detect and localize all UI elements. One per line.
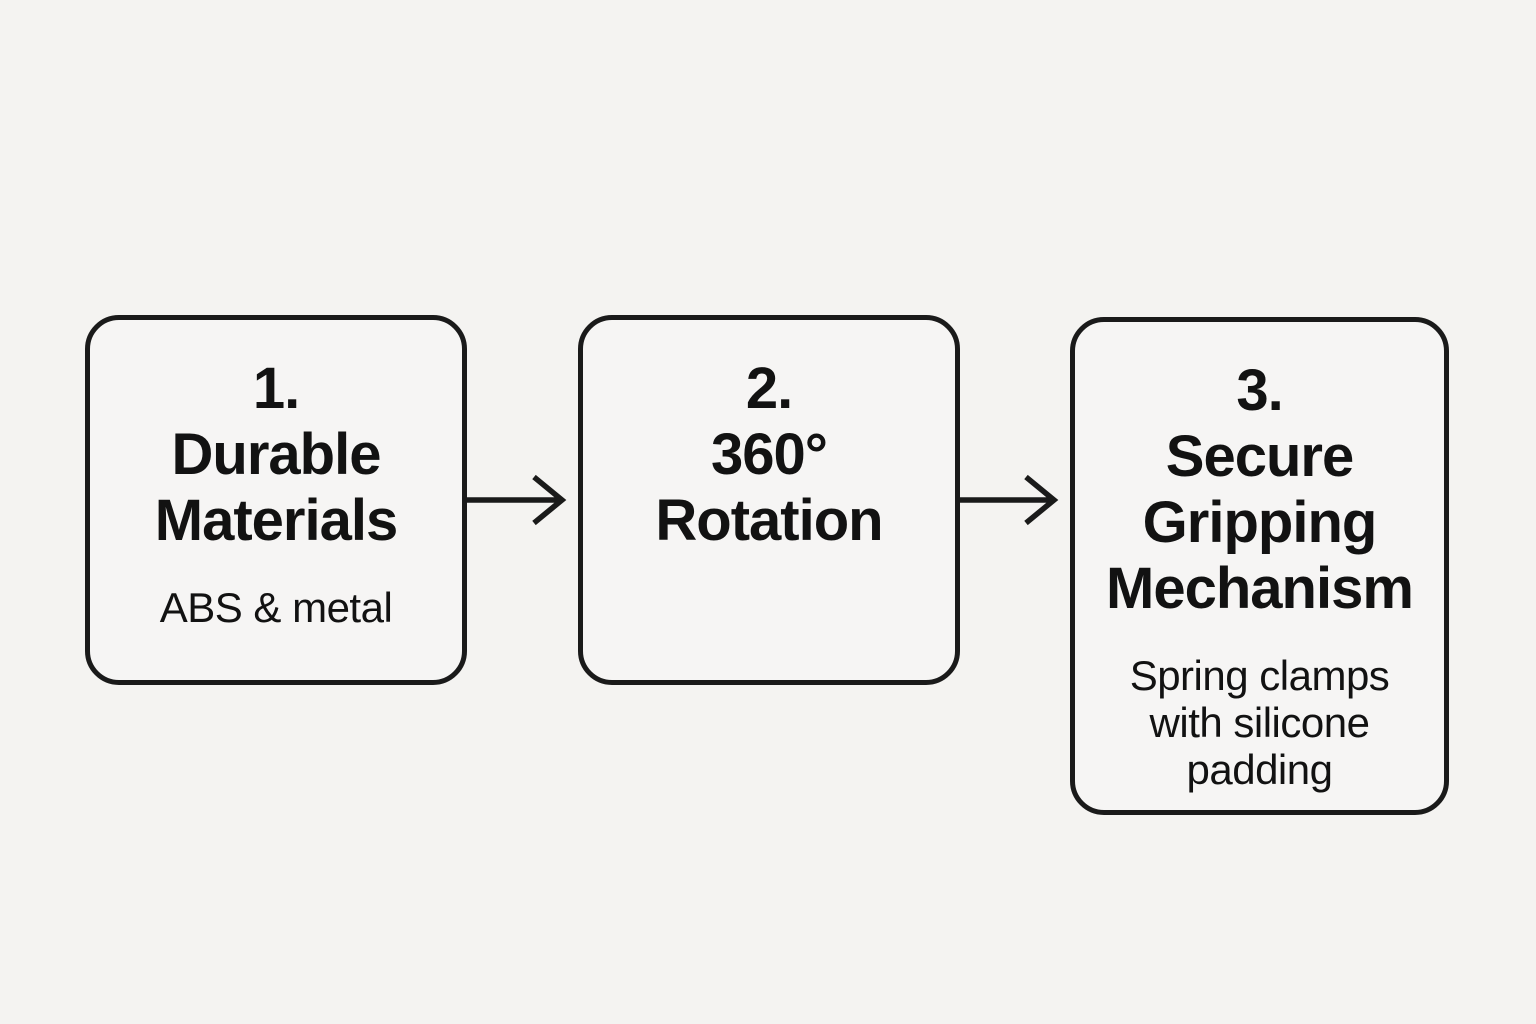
step-subtitle: Spring clamps with silicone padding bbox=[1129, 652, 1390, 793]
step-title: Durable Materials bbox=[154, 422, 398, 553]
step-subtitle: ABS & metal bbox=[159, 584, 393, 631]
connector-arrow-icon bbox=[957, 470, 1062, 530]
step-title: 360° Rotation bbox=[655, 422, 883, 553]
step-card-1: 1. Durable Materials ABS & metal bbox=[85, 315, 467, 685]
connector-arrow-icon bbox=[465, 470, 570, 530]
step-title: Secure Gripping Mechanism bbox=[1106, 424, 1414, 621]
step-number: 3. bbox=[1236, 358, 1283, 423]
step-card-3: 3. Secure Gripping Mechanism Spring clam… bbox=[1070, 317, 1449, 815]
step-number: 1. bbox=[252, 356, 300, 421]
step-card-2: 2. 360° Rotation bbox=[578, 315, 960, 685]
step-number: 2. bbox=[745, 356, 793, 421]
